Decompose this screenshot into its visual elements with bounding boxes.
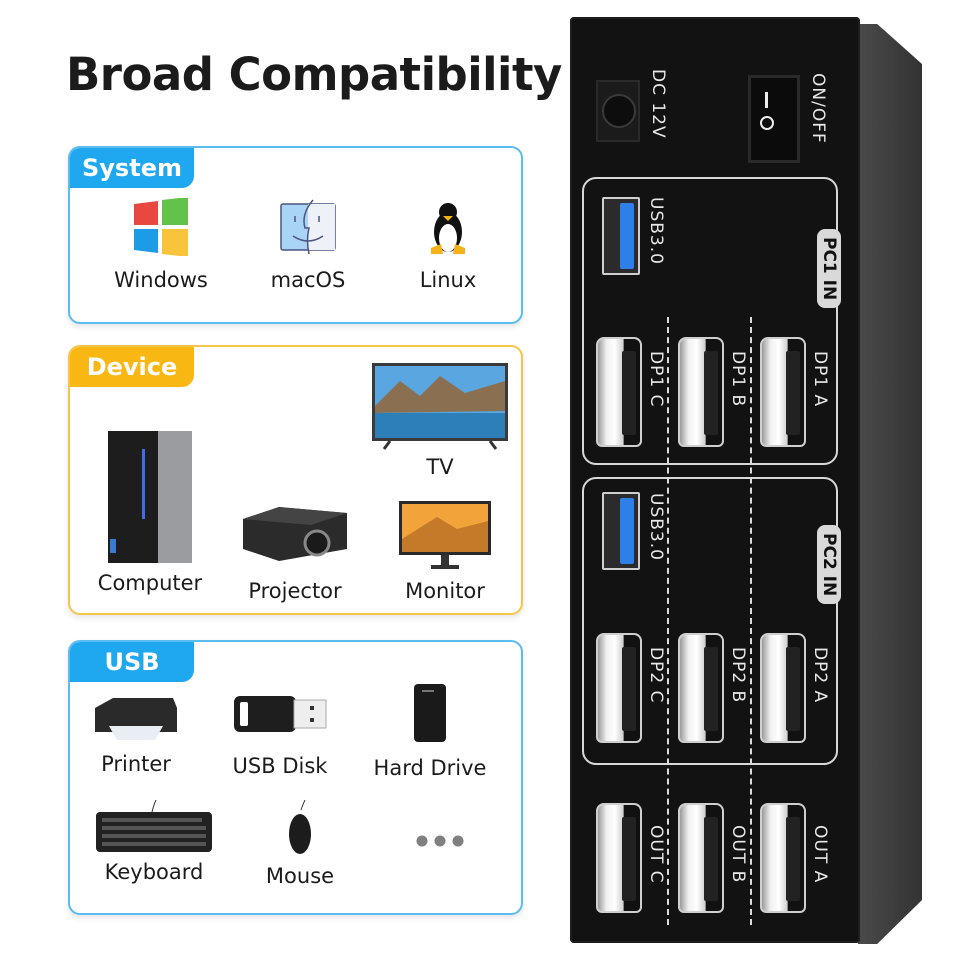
linux-label: Linux	[419, 268, 477, 292]
pc2-label: PC2 IN	[817, 525, 841, 605]
pc2-dp-a-label: DP2 A	[810, 647, 830, 704]
linux-tux-icon	[431, 203, 465, 254]
out-a-label: OUT A	[810, 825, 830, 884]
pc2-dp-b-port[interactable]	[678, 633, 724, 743]
pc2-dp-c-label: DP2 C	[646, 647, 666, 704]
projector-item: Projector	[230, 505, 360, 603]
macos-label: macOS	[270, 268, 346, 292]
pc1-group	[582, 177, 838, 465]
usb-tab: USB	[70, 642, 194, 682]
printer-label: Printer	[101, 752, 171, 776]
keyboard-icon	[96, 800, 212, 852]
hard-drive-label: Hard Drive	[373, 756, 487, 780]
power-switch-label: ON/OFF	[808, 73, 828, 144]
dc-power-label: DC 12V	[648, 69, 668, 139]
windows-label: Windows	[114, 268, 208, 292]
pc1-label: PC1 IN	[817, 229, 841, 309]
projector-label: Projector	[248, 579, 342, 603]
pc1-dp-b-label: DP1 B	[728, 351, 748, 408]
pc1-dp-c-label: DP1 C	[646, 351, 666, 408]
macos-finder-icon	[280, 199, 336, 255]
pc1-dp-a-port[interactable]	[760, 337, 806, 447]
hard-drive-icon	[414, 684, 446, 742]
power-switch[interactable]	[748, 75, 800, 163]
usb-disk-label: USB Disk	[232, 754, 328, 778]
separator-line	[750, 317, 752, 925]
system-card: System Windows macOS Linux	[68, 146, 523, 324]
pc2-group	[582, 477, 838, 765]
pc2-dp-a-port[interactable]	[760, 633, 806, 743]
keyboard-label: Keyboard	[104, 860, 204, 884]
monitor-item: Monitor	[375, 499, 515, 603]
device-card: Device TV Computer Projector Monitor	[68, 345, 523, 615]
monitor-icon	[399, 501, 491, 569]
kvm-front-panel: DC 12V ON/OFF PC1 IN USB3.0 DP1 C DP1 B …	[570, 17, 860, 943]
computer-item: Computer	[90, 429, 210, 595]
monitor-label: Monitor	[405, 579, 485, 603]
system-tab: System	[70, 148, 194, 188]
out-c-port[interactable]	[596, 803, 642, 913]
page-title: Broad Compatibility	[66, 48, 562, 101]
pc1-dp-b-port[interactable]	[678, 337, 724, 447]
pc1-usb3-port[interactable]	[602, 197, 640, 275]
pc1-usb3-label: USB3.0	[646, 197, 666, 265]
tv-item: TV	[370, 361, 510, 479]
out-b-label: OUT B	[728, 825, 748, 884]
tv-icon	[372, 363, 508, 450]
keyboard-item: Keyboard	[92, 800, 216, 884]
pc2-dp-b-label: DP2 B	[728, 647, 748, 704]
more-item	[410, 834, 470, 848]
usb-disk-item: USB Disk	[220, 694, 340, 778]
projector-icon	[243, 507, 347, 561]
windows-item: Windows	[106, 198, 216, 292]
printer-icon	[95, 698, 177, 740]
pc2-dp-c-port[interactable]	[596, 633, 642, 743]
pc2-usb3-port[interactable]	[602, 492, 640, 570]
out-a-port[interactable]	[760, 803, 806, 913]
mouse-item: Mouse	[250, 800, 350, 888]
kvm-side-panel	[858, 24, 922, 944]
device-tab: Device	[70, 347, 194, 387]
mouse-label: Mouse	[265, 864, 335, 888]
pc1-dp-c-port[interactable]	[596, 337, 642, 447]
separator-line	[667, 317, 669, 925]
mouse-icon	[289, 800, 311, 854]
printer-item: Printer	[86, 692, 186, 776]
linux-item: Linux	[393, 198, 503, 292]
macos-item: macOS	[253, 198, 363, 292]
usb-disk-icon	[234, 696, 327, 732]
hard-drive-item: Hard Drive	[365, 682, 495, 780]
computer-label: Computer	[97, 571, 203, 595]
pc2-usb3-label: USB3.0	[646, 493, 666, 561]
more-dots-icon	[416, 835, 464, 847]
out-b-port[interactable]	[678, 803, 724, 913]
usb-card: USB Printer USB Disk Hard Drive Keyboard…	[68, 640, 523, 915]
dc-power-jack	[596, 80, 640, 142]
computer-tower-icon	[108, 431, 192, 563]
pc1-dp-a-label: DP1 A	[810, 351, 830, 408]
tv-label: TV	[426, 455, 454, 479]
windows-logo-icon	[134, 198, 188, 256]
out-c-label: OUT C	[646, 825, 666, 884]
